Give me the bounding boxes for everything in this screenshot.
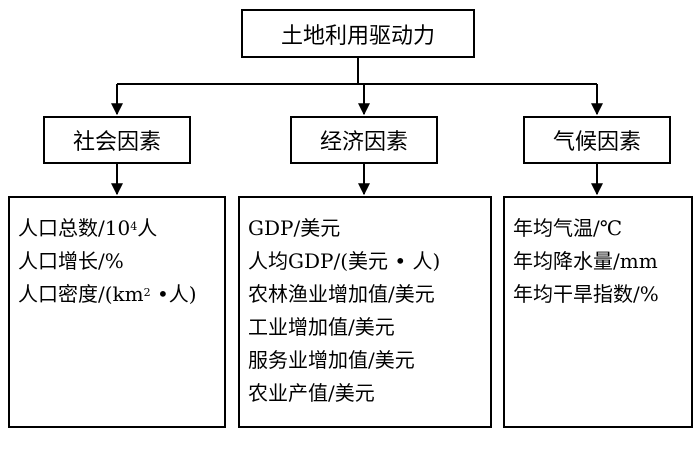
list-item: 年均干旱指数/%	[513, 282, 659, 306]
category-social: 社会因素	[43, 116, 191, 164]
list-item: 人口增长/%	[18, 249, 124, 273]
list-item: 农林渔业增加值/美元	[248, 282, 435, 306]
list-item: GDP/美元	[248, 216, 341, 240]
category-social-label: 社会因素	[72, 130, 161, 155]
economic-indicator-list: GDP/美元 人均GDP/(美元 • 人) 农林渔业增加值/美元 工业增加值/美…	[238, 196, 492, 428]
category-climate-label: 气候因素	[552, 130, 641, 155]
list-item: 工业增加值/美元	[248, 315, 395, 339]
category-economic-label: 经济因素	[319, 130, 408, 155]
root-label: 土地利用驱动力	[280, 23, 435, 49]
root-node: 土地利用驱动力	[241, 9, 475, 58]
list-item: 人口密度/(km2 •人)	[18, 282, 197, 306]
social-indicator-list: 人口总数/104人 人口增长/% 人口密度/(km2 •人)	[8, 196, 226, 428]
list-item: 年均降水量/mm	[513, 249, 658, 273]
list-item: 服务业增加值/美元	[248, 348, 415, 372]
list-item: 农业产值/美元	[248, 381, 375, 405]
climate-indicator-list: 年均气温/℃ 年均降水量/mm 年均干旱指数/%	[503, 196, 693, 428]
list-item: 人均GDP/(美元 • 人)	[248, 249, 441, 273]
list-item: 年均气温/℃	[513, 216, 623, 240]
list-item: 人口总数/104人	[18, 216, 158, 240]
category-economic: 经济因素	[290, 116, 438, 164]
category-climate: 气候因素	[523, 116, 671, 164]
